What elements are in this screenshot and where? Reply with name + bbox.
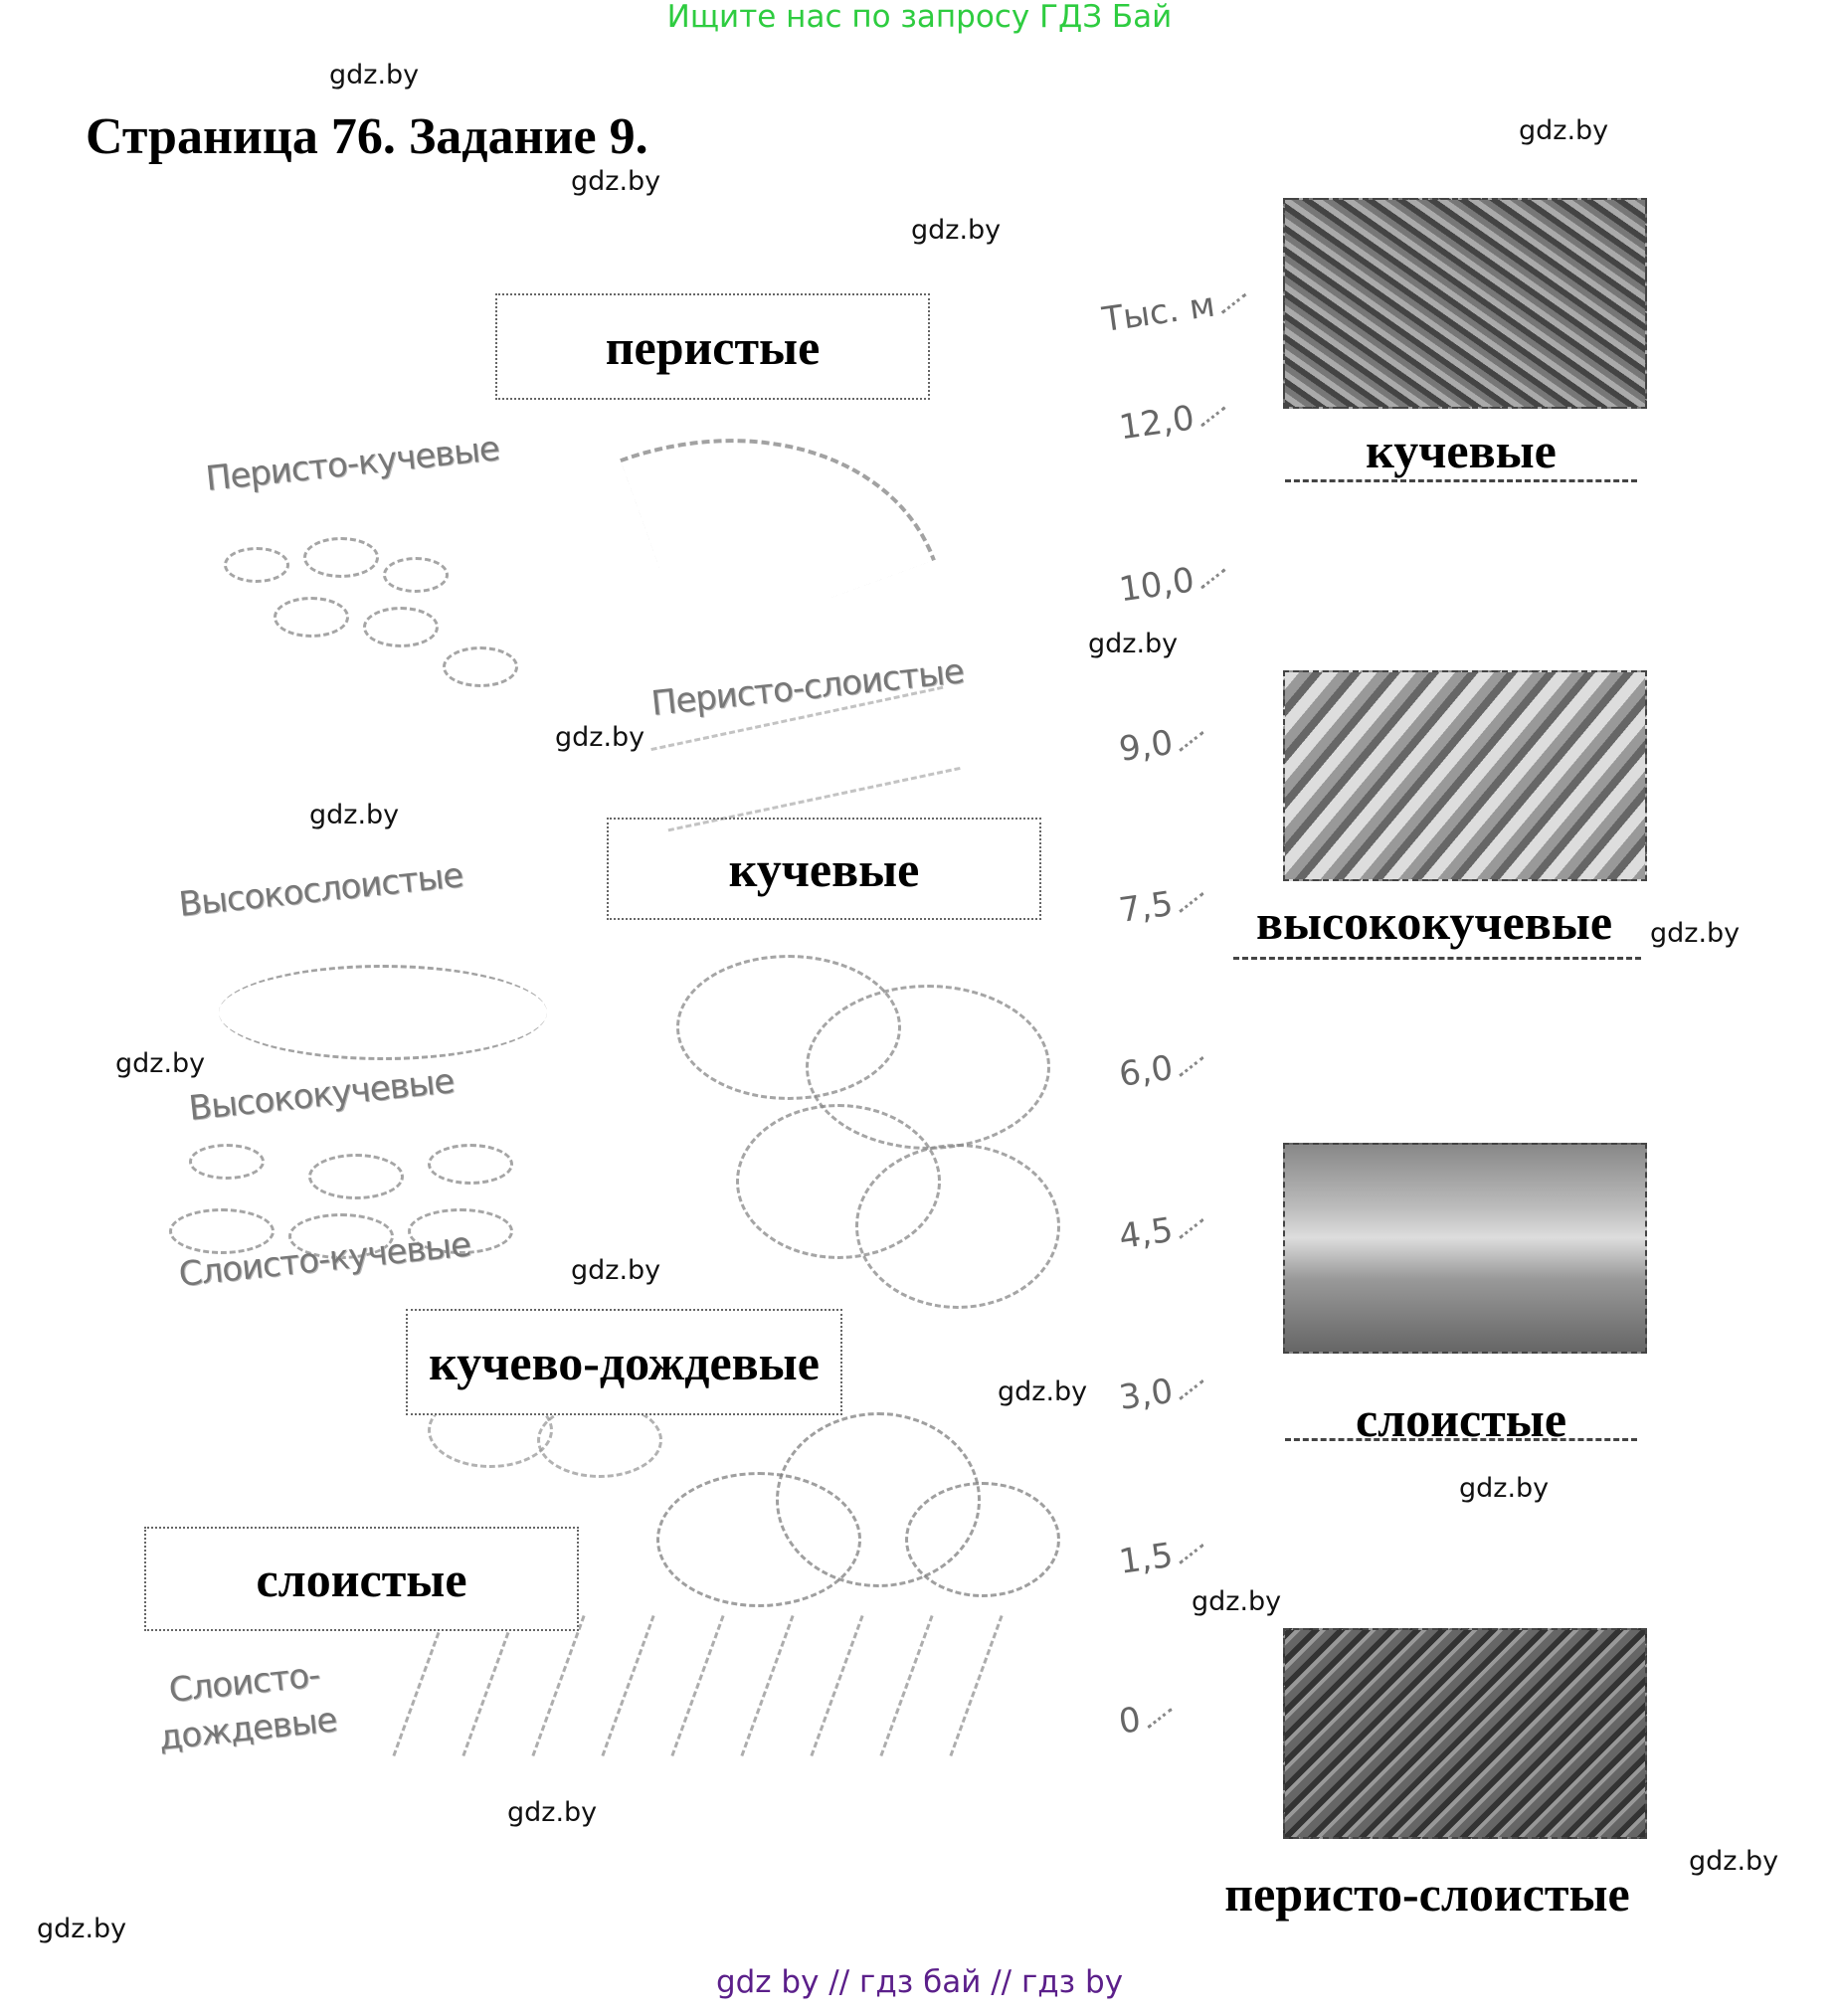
watermark: gdz.by (309, 800, 400, 830)
watermark: gdz.by (998, 1376, 1088, 1407)
cloud-photo-3 (1283, 1143, 1647, 1354)
cloud-photo-4 (1283, 1628, 1647, 1839)
watermark: gdz.by (329, 60, 420, 91)
cumulus-sketch-icon (656, 925, 1074, 1343)
photo-answer-2: высококучевые (1255, 894, 1613, 950)
answer-box-cirrus[interactable]: перистые (495, 293, 930, 400)
footer-links[interactable]: gdz by // гдз бай // гдз by (715, 1964, 1124, 2000)
search-banner[interactable]: Ищите нас по запросу ГДЗ Бай (666, 0, 1173, 35)
answer-text: слоистые (256, 1551, 467, 1607)
answer-line-3[interactable] (1285, 1376, 1637, 1441)
rain-sketch-icon (378, 1611, 1054, 1780)
page-title: Страница 76. Задание 9. (86, 108, 648, 165)
answer-line-1[interactable] (1285, 418, 1637, 482)
cirrus-sketch-icon (620, 369, 936, 649)
photo-answer-4: перисто-слоистые (1224, 1866, 1630, 1922)
answer-box-cumulus[interactable]: кучевые (607, 818, 1041, 920)
cirrocumulus-sketch-icon (214, 537, 542, 706)
watermark: gdz.by (911, 215, 1002, 246)
answer-text: кучевые (728, 840, 920, 897)
printed-label-altocumulus: Высококучевые (186, 1061, 457, 1129)
printed-label-altostratus: Высокослоистые (176, 855, 465, 925)
answer-text: перистые (605, 318, 821, 375)
watermark: gdz.by (571, 166, 661, 197)
altocumulus-sketch-icon (169, 1134, 547, 1263)
watermark: gdz.by (1192, 1586, 1282, 1617)
photo-answer-1: кучевые (1366, 423, 1557, 478)
height-tick: 6,0 (1117, 1043, 1209, 1095)
answer-box-cumulonimbus[interactable]: кучево-дождевые (406, 1309, 842, 1415)
printed-label-nimbostratus-1: Слоисто- (166, 1655, 322, 1711)
answer-box-stratus[interactable]: слоистые (144, 1527, 579, 1631)
watermark: gdz.by (37, 1914, 127, 1944)
watermark: gdz.by (1459, 1473, 1550, 1504)
height-tick: 4,5 (1117, 1205, 1209, 1257)
answer-line-2[interactable] (1233, 895, 1641, 960)
height-tick: 3,0 (1117, 1367, 1209, 1418)
cloud-photo-1 (1283, 198, 1647, 409)
watermark: gdz.by (1088, 629, 1179, 659)
height-tick: 9,0 (1117, 718, 1209, 770)
watermark: gdz.by (507, 1797, 598, 1828)
watermark: gdz.by (1689, 1846, 1779, 1877)
watermark: gdz.by (1519, 115, 1609, 146)
watermark: gdz.by (555, 722, 645, 753)
printed-label-cirrocumulus: Перисто-кучевые (203, 429, 501, 499)
watermark: gdz.by (115, 1048, 206, 1079)
watermark: gdz.by (1650, 918, 1741, 949)
height-tick: 12,0 (1117, 394, 1230, 448)
height-tick: 1,5 (1117, 1531, 1209, 1582)
photo-answer-3: слоистые (1355, 1391, 1567, 1447)
altostratus-sketch-icon (219, 965, 547, 1060)
cumulonimbus-sketch-icon (656, 1392, 1074, 1621)
height-tick: 7,5 (1117, 879, 1209, 931)
answer-text: кучево-дождевые (429, 1334, 820, 1390)
height-axis-label: Тыс. м (1100, 280, 1251, 340)
height-tick: 10,0 (1117, 556, 1230, 610)
height-tick: 0 (1116, 1695, 1177, 1742)
cloud-photo-2 (1283, 670, 1647, 881)
watermark: gdz.by (571, 1255, 661, 1286)
